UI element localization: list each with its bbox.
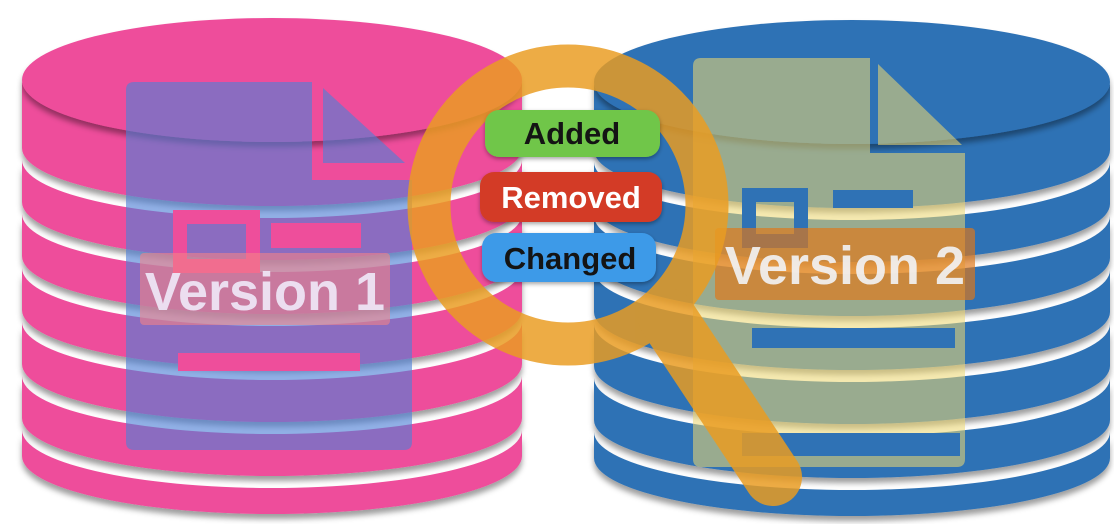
legend-chip-removed-label: Removed [501, 180, 641, 215]
right-doc-long-bar-2 [742, 433, 960, 456]
version-2-label: Version 2 [725, 236, 965, 296]
right-doc-long-bar-1 [752, 328, 955, 348]
left-doc-long-bar [178, 353, 360, 371]
legend-chip-added-bg [485, 110, 660, 157]
magnifier-ring [407, 44, 729, 366]
version-1-label: Version 1 [145, 262, 385, 322]
legend-chip-changed-bg [482, 233, 656, 282]
legend-chip-added-label: Added [524, 116, 620, 151]
legend-chip-removed: Removed [480, 172, 662, 222]
right-disk-7 [594, 432, 1110, 516]
left-doc-short-bar [271, 223, 361, 248]
legend-chip-changed-label: Changed [504, 241, 637, 276]
legend-chip-changed: Changed [482, 233, 656, 282]
legend-chip-removed-bg [480, 172, 662, 222]
version-2-band [715, 228, 975, 300]
left-disk-6 [22, 376, 522, 476]
left-disk-7 [22, 430, 522, 514]
magnifier-handle [638, 288, 802, 506]
right-document-fold-corner [878, 64, 962, 145]
version-1-band [140, 253, 390, 325]
right-doc-short-bar [833, 190, 913, 208]
left-document-fold-corner [323, 88, 405, 163]
magnifier-icon [407, 44, 802, 506]
legend-chip-added: Added [485, 110, 660, 157]
legend: Added Removed Changed [480, 110, 662, 282]
